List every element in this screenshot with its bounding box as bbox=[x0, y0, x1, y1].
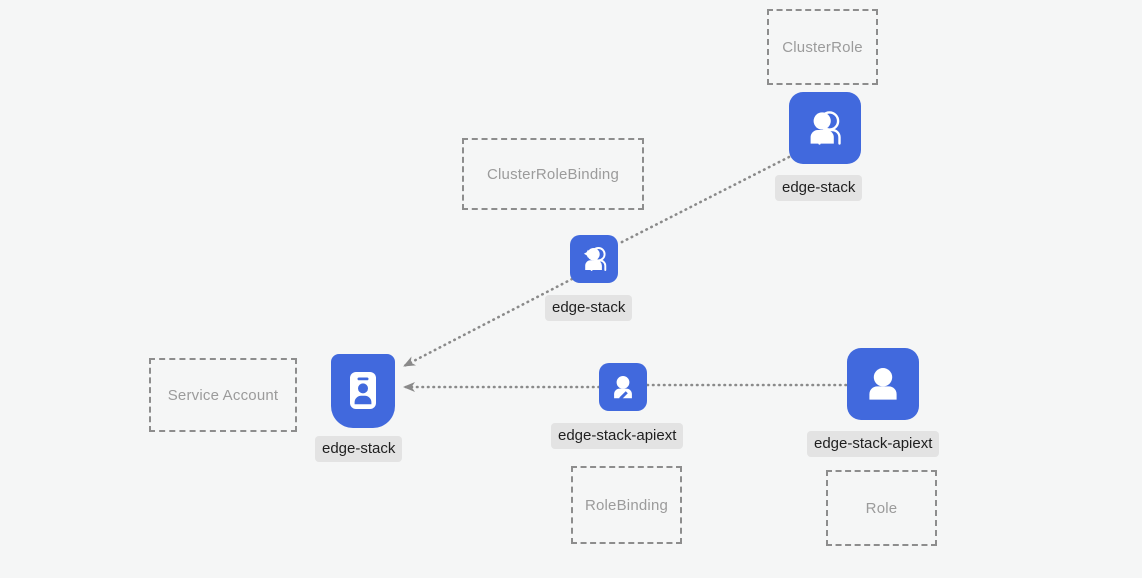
type-box-service-account: Service Account bbox=[149, 358, 297, 432]
type-box-cluster-role: ClusterRole bbox=[767, 9, 878, 85]
node-label-cluster-role: edge-stack bbox=[775, 175, 863, 201]
person-icon[interactable] bbox=[847, 348, 919, 420]
type-label-cluster-role: ClusterRole bbox=[782, 38, 863, 56]
id-badge-icon[interactable] bbox=[331, 354, 395, 428]
node-label-service-account: edge-stack bbox=[315, 436, 403, 462]
person-edit-icon[interactable] bbox=[599, 363, 647, 411]
group-people-icon[interactable] bbox=[789, 92, 861, 164]
type-box-role: Role bbox=[826, 470, 937, 546]
edge-clusterrolebinding-to-serviceaccount bbox=[402, 277, 574, 368]
type-label-service-account: Service Account bbox=[167, 386, 279, 404]
node-label-cluster-role-binding: edge-stack bbox=[545, 295, 633, 321]
node-label-role: edge-stack-apiext bbox=[807, 431, 940, 457]
person-add-icon[interactable] bbox=[570, 235, 618, 283]
type-label-role: Role bbox=[865, 499, 898, 517]
type-label-cluster-role-binding: ClusterRoleBinding bbox=[486, 165, 619, 183]
type-box-cluster-role-binding: ClusterRoleBinding bbox=[462, 138, 644, 210]
type-box-role-binding: RoleBinding bbox=[571, 466, 682, 544]
node-label-role-binding: edge-stack-apiext bbox=[551, 423, 684, 449]
type-label-role-binding: RoleBinding bbox=[584, 496, 669, 514]
edge-clusterrole-to-clusterrolebinding bbox=[618, 155, 791, 245]
